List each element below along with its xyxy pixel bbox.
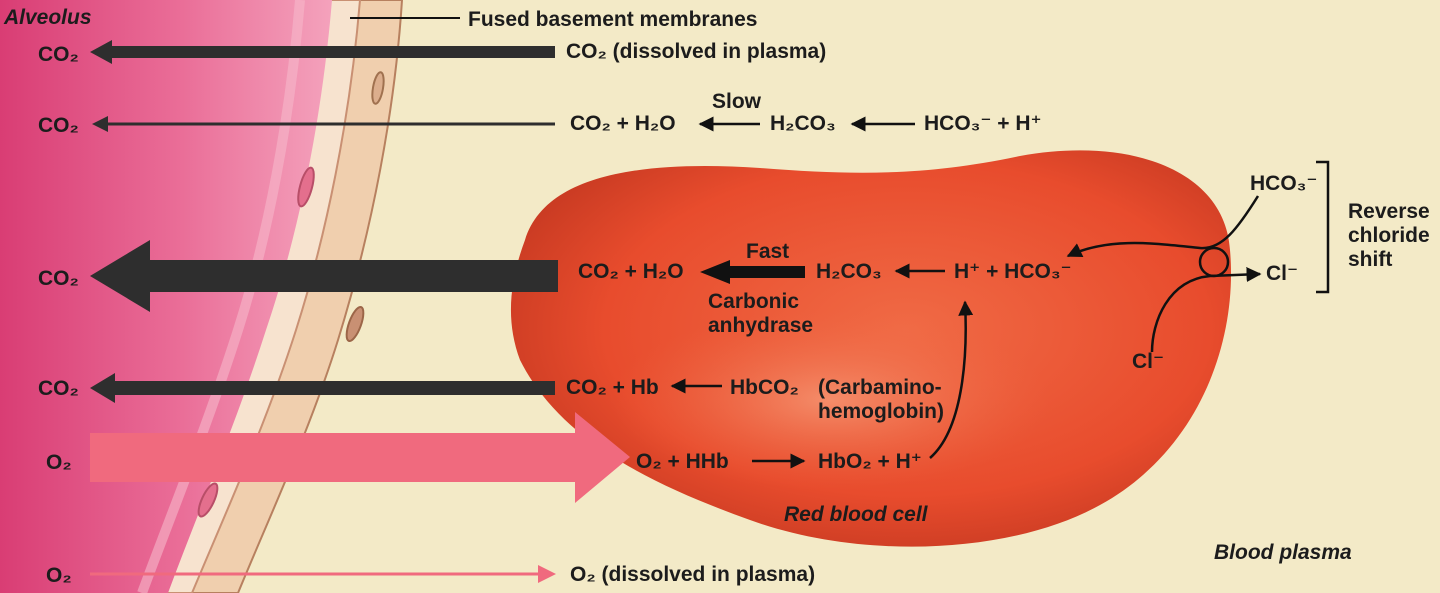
o2-hhb: O₂ + HHb: [636, 450, 729, 473]
red-blood-cell-label: Red blood cell: [784, 503, 928, 526]
o2-label-2: O₂: [46, 564, 72, 587]
co2-dissolved-arrow: [90, 40, 555, 64]
cl-out-label: Cl⁻: [1266, 262, 1299, 285]
rbc-h2co3: H₂CO₃: [816, 260, 882, 283]
co2-rbc-arrow: [90, 240, 558, 312]
blood-plasma-label: Blood plasma: [1214, 541, 1352, 564]
alveolar-wall: [0, 0, 332, 593]
o2-dissolved-label: O₂ (dissolved in plasma): [570, 563, 816, 586]
co2-carbamino-arrow: [90, 373, 555, 403]
co2-label-4: CO₂: [38, 377, 79, 400]
co2-label-2: CO₂: [38, 114, 79, 137]
rbc-h-hco3: H⁺ + HCO₃⁻: [954, 260, 1072, 283]
plasma-h2co3: H₂CO₃: [770, 112, 836, 135]
rbc-co2-h2o: CO₂ + H₂O: [578, 260, 684, 283]
slow-label: Slow: [712, 90, 762, 113]
co2-label-3: CO₂: [38, 267, 79, 290]
co2-hb: CO₂ + Hb: [566, 376, 659, 399]
plasma-hco3-h: HCO₃⁻ + H⁺: [924, 112, 1042, 135]
co2-dissolved-label: CO₂ (dissolved in plasma): [566, 40, 827, 63]
o2-label-1: O₂: [46, 451, 72, 474]
hbco2: HbCO₂: [730, 376, 799, 399]
carbaminohemoglobin-label: (Carbamino- hemoglobin): [818, 376, 944, 423]
reverse-chloride-bracket: [1316, 160, 1330, 294]
hbo2-h: HbO₂ + H⁺: [818, 450, 922, 473]
fast-label: Fast: [746, 240, 790, 263]
co2-label-1: CO₂: [38, 43, 79, 66]
hco3-out-label: HCO₃⁻: [1250, 172, 1318, 195]
cl-in-label: Cl⁻: [1132, 350, 1165, 373]
o2-hemoglobin-arrow: [90, 412, 630, 503]
reverse-chloride-shift-label: Reverse chloride shift: [1348, 200, 1430, 271]
plasma-co2-h2o: CO₂ + H₂O: [570, 112, 676, 135]
carbonic-anhydrase-label: Carbonic anhydrase: [708, 290, 814, 337]
fast-reaction-arrow: [700, 260, 805, 284]
fused-membranes-label: Fused basement membranes: [468, 8, 758, 31]
alveolus-label: Alveolus: [4, 6, 92, 29]
